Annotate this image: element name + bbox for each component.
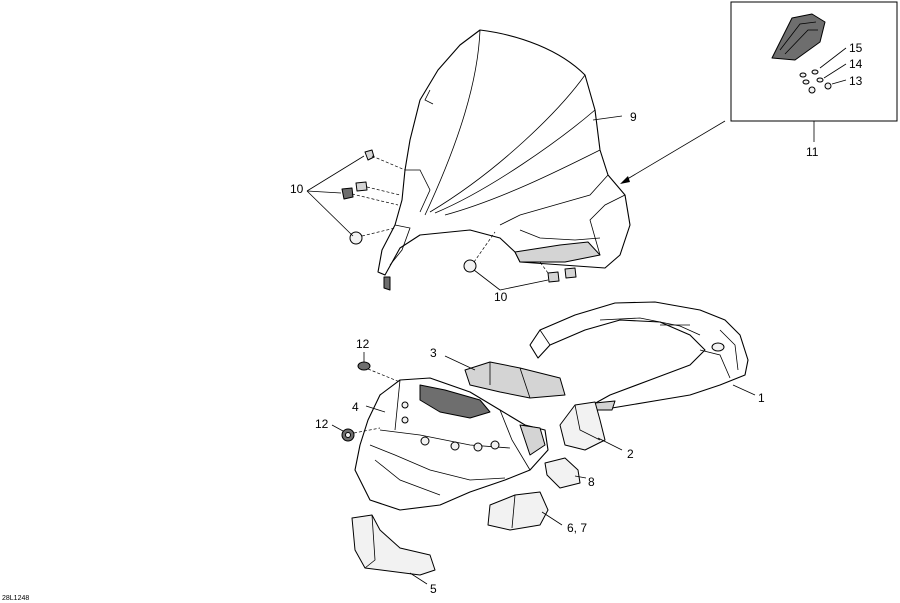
callout-13: 13 <box>849 74 863 88</box>
callout-1: 1 <box>758 391 765 405</box>
part-5-panel <box>351 514 436 576</box>
callout-8: 8 <box>588 475 595 489</box>
part-4-hood <box>354 377 549 511</box>
callout-4: 4 <box>352 400 359 414</box>
callout-9: 9 <box>630 110 637 124</box>
callout-10-lower: 10 <box>494 290 508 304</box>
windshield <box>377 29 631 291</box>
grommet-side <box>331 424 381 442</box>
callout-2: 2 <box>627 447 634 461</box>
callout-6-7: 6, 7 <box>567 521 587 535</box>
callout-10-upper: 10 <box>290 182 304 196</box>
grommet-top <box>357 352 401 383</box>
fastener-lower-1 <box>463 231 496 273</box>
fastener-middle-1 <box>355 181 401 196</box>
part-6-7-panel <box>487 491 549 531</box>
fastener-lower-2 <box>539 261 577 283</box>
fastener-middle-2 <box>341 187 399 206</box>
callout-12-top: 12 <box>356 337 370 351</box>
inset-detail <box>730 1 898 142</box>
part-3-panel <box>464 361 566 399</box>
callout-5: 5 <box>430 582 437 596</box>
figure-code: 28L1248 <box>2 595 29 602</box>
fastener-bottom <box>349 227 396 245</box>
callout-15: 15 <box>849 41 863 55</box>
fastener-top <box>364 149 406 171</box>
callout-12-side: 12 <box>315 417 329 431</box>
windshield-fasteners <box>306 149 577 291</box>
callout-11: 11 <box>806 145 819 159</box>
part-8-block <box>544 457 581 489</box>
callout-3: 3 <box>430 346 437 360</box>
callout-14: 14 <box>849 57 863 71</box>
part-1-frame <box>529 301 749 411</box>
part-2-panel <box>559 401 606 451</box>
